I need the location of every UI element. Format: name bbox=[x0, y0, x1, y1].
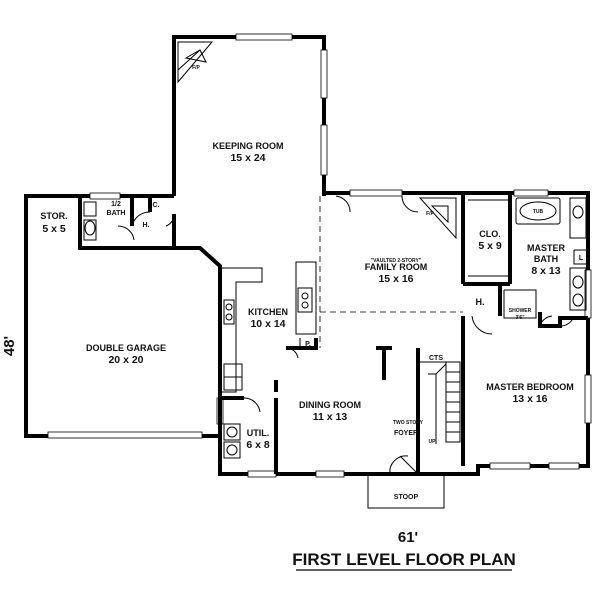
kitchen-size: 10 x 14 bbox=[250, 318, 285, 330]
interior-walls bbox=[78, 193, 588, 474]
util-size: 6 x 8 bbox=[246, 439, 270, 451]
utility-fixtures bbox=[223, 423, 241, 459]
util-name: UTIL. bbox=[247, 428, 270, 438]
master-bath-size: 8 x 13 bbox=[531, 265, 560, 277]
master-bath-name2: BATH bbox=[534, 254, 558, 264]
linen-label: L bbox=[579, 255, 584, 262]
plan-title: FIRST LEVEL FLOOR PLAN bbox=[292, 550, 516, 569]
hall-h2-label: H. bbox=[476, 297, 485, 307]
kitchen-counters bbox=[222, 261, 317, 393]
up-label: UP bbox=[429, 439, 437, 445]
stoop-label: STOOP bbox=[394, 494, 419, 501]
keeping-room-size: 15 x 24 bbox=[230, 152, 265, 164]
dining-room-size: 11 x 13 bbox=[313, 411, 348, 423]
garage-size: 20 x 20 bbox=[108, 354, 143, 366]
shower-sub-label: 3'6" bbox=[515, 315, 525, 321]
master-bedroom-size: 13 x 16 bbox=[512, 393, 547, 405]
closet-name: CLO. bbox=[479, 229, 501, 239]
master-bath-name: MASTER bbox=[527, 243, 566, 253]
dining-room-name: DINING ROOM bbox=[299, 400, 361, 410]
family-room-name: FAMILY ROOM bbox=[365, 262, 428, 272]
depth-dimension: 48' bbox=[1, 336, 18, 356]
fireplace-family-room bbox=[418, 197, 457, 240]
room-labels: F/P KEEPING ROOM 15 x 24 STOR. 5 x 5 1/2… bbox=[40, 65, 584, 501]
tub bbox=[515, 197, 561, 225]
tub-label: TUB bbox=[533, 209, 544, 215]
garage-name: DOUBLE GARAGE bbox=[86, 343, 166, 353]
closet-c-label: C. bbox=[153, 202, 160, 209]
fireplace-keeping-room bbox=[177, 41, 214, 84]
door-swings bbox=[117, 195, 575, 475]
family-room-note: "VAULTED 2-STORY" bbox=[371, 258, 422, 264]
stoop bbox=[367, 473, 445, 509]
pantry-label: P. bbox=[305, 341, 311, 348]
foyer-label: TWO STORY bbox=[393, 420, 424, 426]
storage-size: 5 x 5 bbox=[42, 223, 66, 235]
foyer-label2: FOYER bbox=[394, 430, 418, 437]
master-bedroom-name: MASTER BEDROOM bbox=[486, 382, 574, 392]
fp-family-label: F/P bbox=[426, 211, 434, 217]
width-dimension: 61' bbox=[398, 529, 418, 546]
closet-size: 5 x 9 bbox=[478, 240, 502, 252]
shower-label: SHOWER bbox=[509, 308, 532, 314]
hall-h1-label: H. bbox=[143, 222, 150, 229]
master-bath-vanity bbox=[569, 197, 587, 311]
cts-label: CTS bbox=[429, 355, 443, 362]
dashed-dividers bbox=[319, 196, 463, 348]
half-bath-name2: BATH bbox=[107, 210, 126, 217]
fp-keeping-label: F/P bbox=[192, 65, 200, 71]
family-room-size: 15 x 16 bbox=[378, 273, 413, 285]
storage-name: STOR. bbox=[40, 211, 67, 221]
half-bath-fixtures bbox=[83, 201, 97, 241]
garage-door bbox=[47, 431, 203, 439]
half-bath-name: 1/2 bbox=[111, 201, 121, 208]
kitchen-name: KITCHEN bbox=[248, 307, 288, 317]
keeping-room-name: KEEPING ROOM bbox=[212, 141, 283, 151]
stairs bbox=[428, 361, 461, 444]
